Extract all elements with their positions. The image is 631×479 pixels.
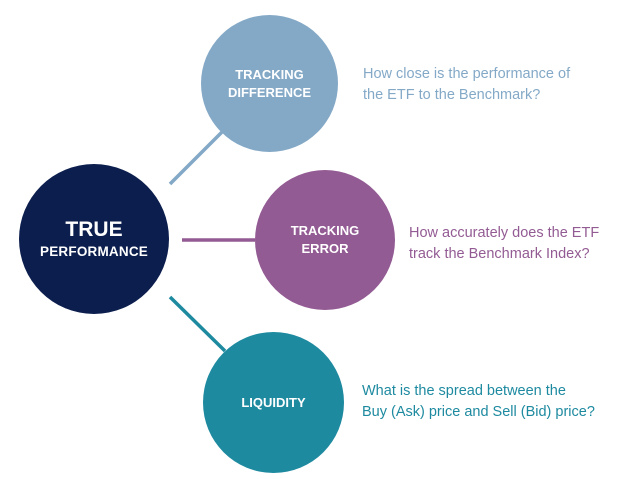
question-line: How accurately does the ETF — [409, 225, 600, 241]
liquidity-label: LIQUIDITY — [241, 394, 306, 410]
tracking-difference-label-line: DIFFERENCE — [227, 84, 312, 100]
question-line: How close is the performance of — [363, 66, 571, 82]
question-line: Buy (Ask) price and Sell (Bid) price? — [362, 404, 595, 420]
question-line: What is the spread between the — [362, 383, 566, 399]
tracking-error-label-line: TRACKING — [290, 223, 360, 238]
connector-liquidity — [168, 295, 227, 353]
true-performance-title: TRUE — [65, 217, 123, 241]
true-performance-subtitle: PERFORMANCE — [40, 243, 148, 259]
question-line: the ETF to the Benchmark? — [363, 87, 541, 103]
tracking-error-circle: TRACKING ERROR — [255, 170, 395, 310]
tracking-error-question: How accurately does the ETF track the Be… — [409, 223, 599, 265]
connector-tracking-difference — [168, 127, 227, 186]
true-performance-circle: TRUE PERFORMANCE — [19, 164, 169, 314]
liquidity-question: What is the spread between the Buy (Ask)… — [362, 381, 595, 423]
question-line: track the Benchmark Index? — [409, 246, 590, 262]
tracking-difference-label-line: TRACKING — [235, 66, 304, 82]
tracking-error-label-line: ERROR — [301, 241, 349, 256]
tracking-difference-question: How close is the performance of the ETF … — [363, 64, 570, 106]
liquidity-circle: LIQUIDITY — [203, 332, 344, 473]
tracking-difference-circle: TRACKING DIFFERENCE — [201, 15, 338, 152]
